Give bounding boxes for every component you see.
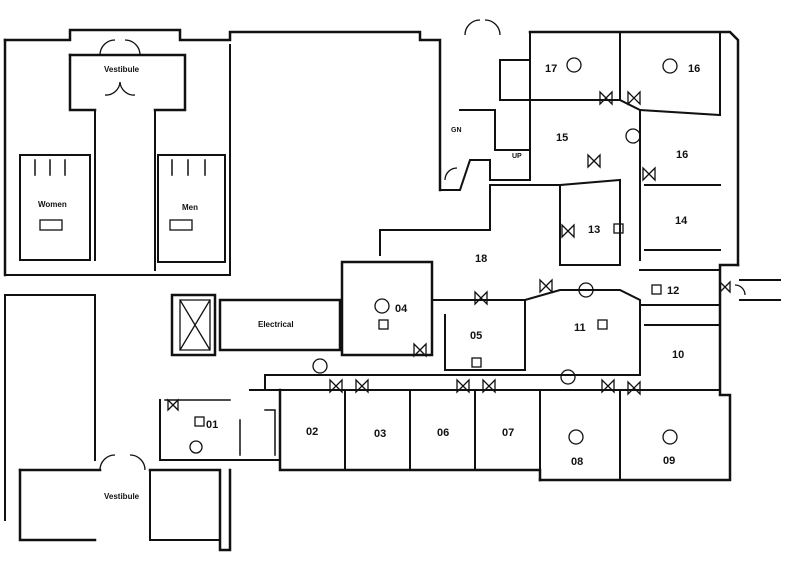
exterior-walls xyxy=(3,28,781,552)
room-number-08: 08 xyxy=(571,456,583,468)
room-labels: Vestibule Vestibule Women Men Electrical… xyxy=(38,63,700,501)
outlet-icon xyxy=(597,319,608,330)
computer-icon xyxy=(312,358,328,374)
room-number-16-upper: 16 xyxy=(688,63,700,75)
room-number-03: 03 xyxy=(374,428,386,440)
room-number-05: 05 xyxy=(470,330,482,342)
room-number-10: 10 xyxy=(672,349,684,361)
outlet-icon xyxy=(651,284,662,295)
room-number-18: 18 xyxy=(475,253,487,265)
room-number-12: 12 xyxy=(667,285,679,297)
room-label-women: Women xyxy=(38,200,67,209)
room-label-vestibule-top: Vestibule xyxy=(104,65,140,74)
equipment-symbols xyxy=(189,57,678,454)
restrooms xyxy=(19,154,226,263)
room-number-15: 15 xyxy=(556,132,568,144)
computer-icon xyxy=(566,57,582,73)
room-label-vestibule-bottom: Vestibule xyxy=(104,492,140,501)
doors xyxy=(99,19,746,471)
computer-icon xyxy=(625,128,641,144)
computer-icon xyxy=(662,429,678,445)
room-number-07: 07 xyxy=(502,427,514,439)
room-label-electrical: Electrical xyxy=(258,320,294,329)
room-number-09: 09 xyxy=(663,455,675,467)
room-number-17: 17 xyxy=(545,63,557,75)
room-number-01: 01 xyxy=(206,419,218,431)
room-number-14: 14 xyxy=(675,215,688,227)
room-number-02: 02 xyxy=(306,426,318,438)
room-number-11: 11 xyxy=(574,322,586,334)
computer-icon xyxy=(578,282,594,298)
interior-walls xyxy=(164,31,721,481)
room-label-men: Men xyxy=(182,203,198,212)
outlet-icon xyxy=(378,319,389,330)
computer-icon xyxy=(568,429,584,445)
computer-icon xyxy=(662,58,678,74)
outlet-icon xyxy=(194,416,205,427)
room-number-06: 06 xyxy=(437,427,449,439)
computer-icon xyxy=(189,440,203,454)
outlet-icon xyxy=(613,223,624,234)
outlet-icon xyxy=(471,357,482,368)
room-number-04: 04 xyxy=(395,303,408,315)
room-number-13: 13 xyxy=(588,224,600,236)
computer-icon xyxy=(374,298,390,314)
room-label-gn: GN xyxy=(451,127,462,134)
computer-icon xyxy=(560,369,576,385)
room-label-up: UP xyxy=(512,153,522,160)
data-drop-symbols xyxy=(167,90,731,412)
room-number-16-lower: 16 xyxy=(676,149,688,161)
